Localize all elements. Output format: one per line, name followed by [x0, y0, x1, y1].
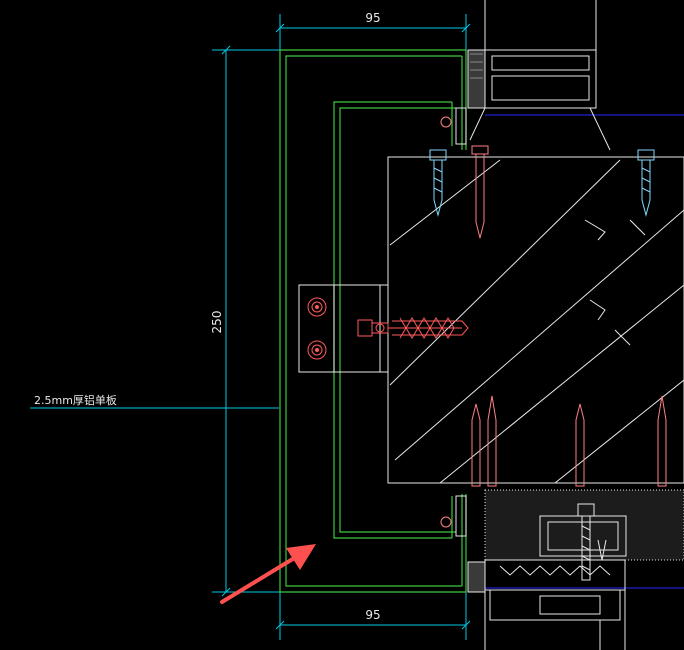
top-width-label: 95	[365, 11, 380, 25]
expansion-anchor	[357, 317, 469, 339]
wall-section	[387, 156, 684, 484]
bracket-plate	[298, 284, 469, 373]
aluminum-panel	[279, 49, 467, 593]
bolt-upper	[307, 297, 327, 317]
frame-screw-icon	[577, 503, 607, 581]
callout-label: 2.5mm厚铝单板	[34, 393, 117, 407]
nail-icon	[471, 403, 481, 487]
screw-icon	[429, 149, 447, 217]
nail-icon	[657, 395, 667, 487]
height-label: 250	[210, 311, 224, 334]
nails	[440, 116, 667, 528]
screws	[429, 149, 655, 217]
nail-icon	[440, 116, 452, 528]
nail-icon	[471, 145, 489, 239]
dimension-lines	[30, 14, 471, 640]
bottom-width-label: 95	[365, 608, 380, 622]
lower-frame	[455, 489, 684, 650]
nail-icon	[487, 395, 497, 487]
screw-icon	[637, 149, 655, 217]
bolt-lower	[307, 340, 327, 360]
nail-icon	[575, 403, 585, 487]
pointer-arrow-icon	[220, 544, 316, 604]
upper-frame	[400, 0, 670, 158]
